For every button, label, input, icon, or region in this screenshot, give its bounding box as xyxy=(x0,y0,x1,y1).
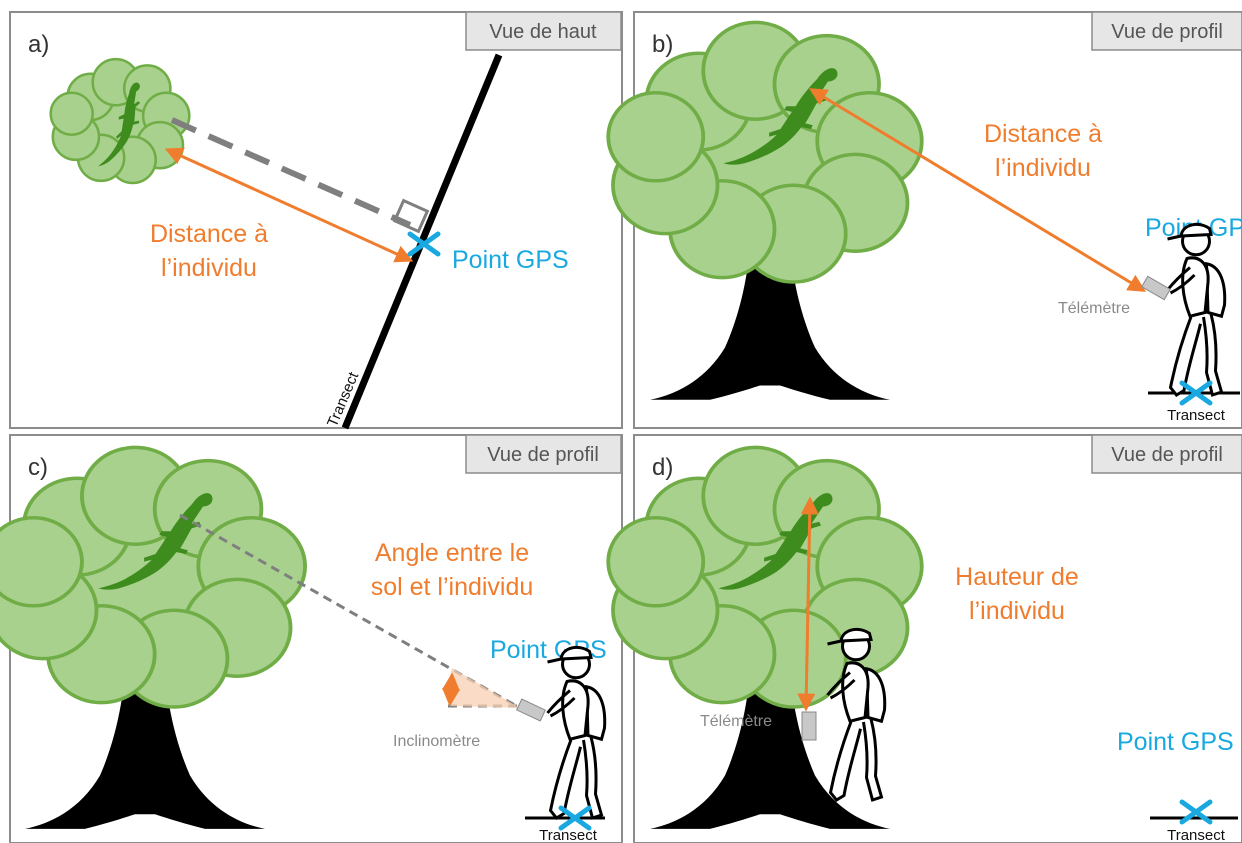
panel-c-angle-line1: Angle entre le xyxy=(375,539,529,567)
panel-b-view-label: Vue de profil xyxy=(1111,21,1223,43)
panel-d-gps-label: Point GPS xyxy=(1117,728,1234,756)
panel-a-view-badge xyxy=(465,11,622,51)
panel-b-distance-line1: Distance à xyxy=(984,120,1102,148)
panel-c-view-label: Vue de profil xyxy=(487,444,599,466)
panel-b-view-badge xyxy=(1091,11,1242,51)
panel-d-transect-label: Transect xyxy=(1167,827,1226,843)
panel-b-letter: b) xyxy=(652,31,673,58)
angle-arrow xyxy=(441,672,461,707)
panel-d-height-line1: Hauteur de xyxy=(955,563,1079,591)
rangefinder-icon xyxy=(1141,275,1171,301)
panel-d-device-label: Télémètre xyxy=(700,713,772,730)
panel-c-view-badge xyxy=(465,434,622,474)
panel-b-distance-line2: l’individu xyxy=(995,154,1091,182)
panel-a-gps-label: Point GPS xyxy=(452,246,569,274)
panel-a-distance-line1: Distance à xyxy=(150,220,268,248)
panel-c-angle-line2: sol et l’individu xyxy=(371,573,534,601)
rangefinder-icon xyxy=(801,711,817,741)
panel-b-transect-label: Transect xyxy=(1167,407,1226,424)
panel-a-letter: a) xyxy=(28,31,49,58)
angle-wedge xyxy=(448,668,520,708)
sight-dashed-line xyxy=(179,513,521,710)
distance-arrow xyxy=(164,147,414,263)
panel-d-letter: d) xyxy=(652,454,673,481)
height-arrow xyxy=(797,496,819,712)
panel-d-view-label: Vue de profil xyxy=(1111,444,1223,466)
panel-c-letter: c) xyxy=(28,454,48,481)
distance-arrow xyxy=(808,88,1147,292)
inclinometer-icon xyxy=(516,698,546,722)
panel-d-height-line2: l’individu xyxy=(969,597,1065,625)
panel-a-distance-line2: l’individu xyxy=(161,254,257,282)
panel-d: d) Vue de profil Hauteur de l’individu T… xyxy=(606,434,1242,843)
panel-a-view-label: Vue de haut xyxy=(489,21,597,43)
panel-c-device-label: Inclinomètre xyxy=(393,733,480,750)
panel-b: b) Vue de profil Distance à l’individu P… xyxy=(606,11,1242,429)
panel-b-device-label: Télémètre xyxy=(1058,300,1130,317)
panel-c-transect-label: Transect xyxy=(539,827,598,843)
panel-d-view-badge xyxy=(1091,434,1242,474)
panel-a: a) Vue de haut Transect Distance à l’ind… xyxy=(9,11,623,430)
panel-c: c) Vue de profil Angle entre le sol et l… xyxy=(0,434,623,843)
